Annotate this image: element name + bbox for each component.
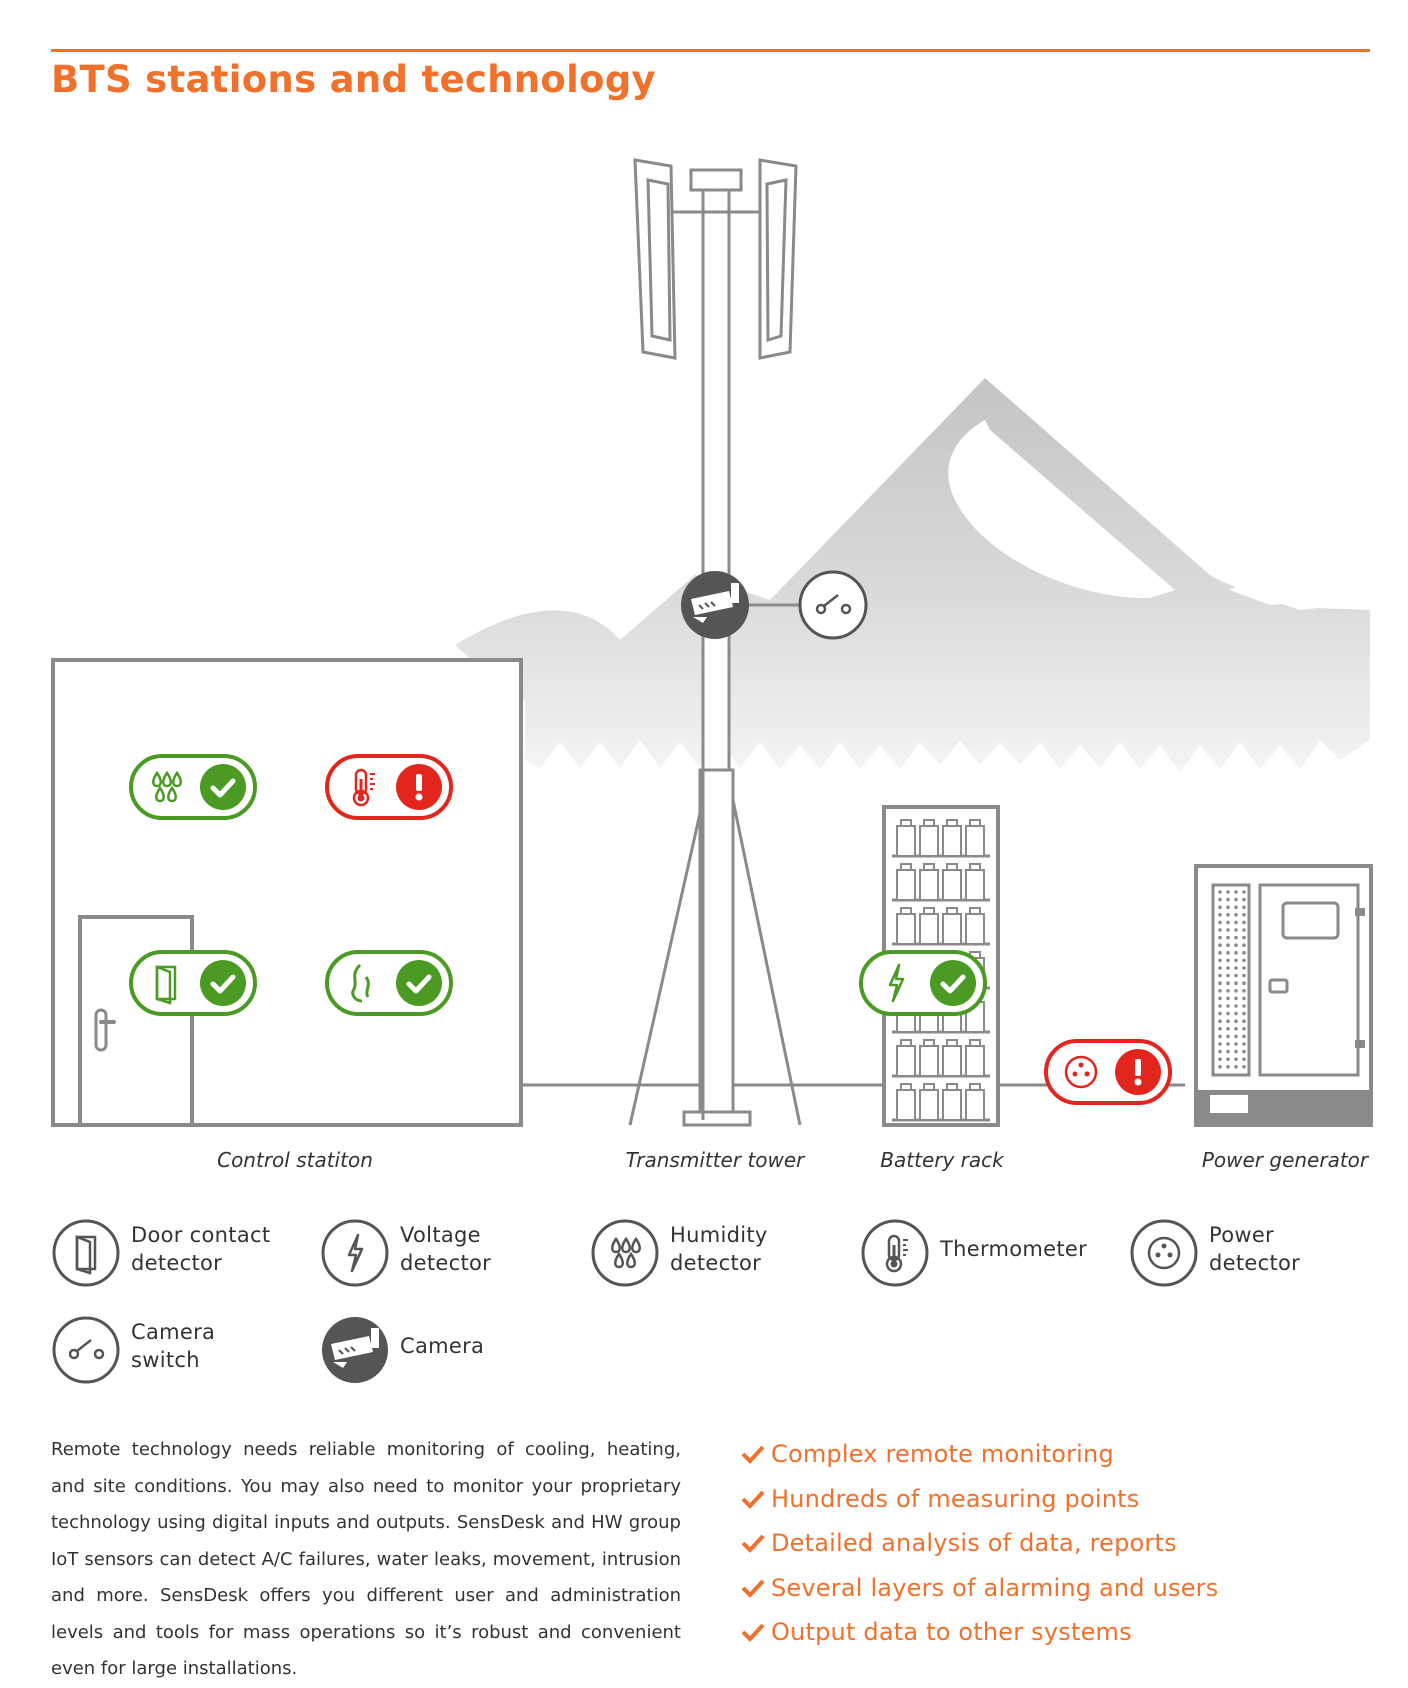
feature-item: Output data to other systems (741, 1610, 1218, 1655)
legend-label: Door contact detector (131, 1223, 271, 1275)
legend-label: Voltage detector (400, 1223, 492, 1275)
door-contact-icon (52, 1219, 120, 1287)
door-contact-icon (155, 965, 177, 1005)
description-paragraph: Remote technology needs reliable monitor… (51, 1439, 681, 1679)
legend-label: Thermometer (940, 1237, 1088, 1261)
control-station-label: Control statiton (217, 1148, 373, 1172)
check-status-icon (200, 960, 246, 1006)
door-handle (94, 1008, 116, 1052)
power-socket-icon (1130, 1219, 1198, 1287)
legend-camera: Camera (320, 1315, 560, 1385)
transmitter-tower (628, 158, 802, 1127)
check-status-icon (200, 764, 246, 810)
power-generator (1194, 864, 1373, 1127)
check-status-icon (930, 960, 976, 1006)
feature-item: Hundreds of measuring points (741, 1477, 1218, 1522)
thermometer-icon (352, 768, 375, 807)
mountain-backdrop (455, 378, 1370, 772)
legend-voltage: Voltage detector (320, 1218, 560, 1288)
legend-thermometer: Thermometer (860, 1218, 1100, 1288)
antenna-right (758, 158, 798, 360)
tower-camera-icon[interactable] (681, 571, 749, 639)
legend-power: Power detector (1129, 1218, 1369, 1288)
check-icon (741, 1490, 765, 1509)
humidity-icon (152, 770, 182, 803)
check-icon (741, 1623, 765, 1642)
feature-item: Complex remote monitoring (741, 1432, 1218, 1477)
check-icon (741, 1579, 765, 1598)
control-station (51, 658, 523, 1127)
transmitter-tower-label: Transmitter tower (625, 1148, 805, 1172)
voltage-status-badge[interactable] (859, 950, 987, 1016)
thermometer-status-badge[interactable] (325, 754, 453, 820)
feature-list: Complex remote monitoring Hundreds of me… (741, 1432, 1218, 1655)
humidity-icon (591, 1219, 659, 1287)
legend-humidity: Humidity detector (590, 1218, 830, 1288)
feature-item: Several layers of alarming and users (741, 1566, 1218, 1611)
flame-icon (351, 963, 370, 1003)
check-status-icon (396, 960, 442, 1006)
flame-status-badge[interactable] (325, 950, 453, 1016)
tower-camera-switch-icon[interactable] (798, 570, 868, 640)
legend-camera-switch: Camera switch (51, 1315, 291, 1385)
control-station-building (51, 658, 523, 1127)
power-socket-status-badge[interactable] (1044, 1039, 1172, 1105)
station-door[interactable] (78, 915, 194, 1127)
legend-label: Camera switch (131, 1320, 216, 1372)
power-generator-label: Power generator (1201, 1148, 1369, 1172)
battery-rack-label: Battery rack (880, 1148, 1004, 1172)
feature-item: Detailed analysis of data, reports (741, 1521, 1218, 1566)
page-title: BTS stations and technology (51, 58, 656, 101)
antenna-left (633, 158, 677, 360)
header-rule (51, 49, 1370, 52)
thermometer-icon (861, 1219, 929, 1287)
camera-switch-icon (52, 1316, 120, 1384)
door-contact-status-badge[interactable] (129, 950, 257, 1016)
voltage-icon (888, 963, 905, 1003)
legend-label: Power detector (1209, 1223, 1301, 1275)
power-socket-icon (1064, 1055, 1098, 1089)
bts-diagram (51, 158, 1373, 1127)
check-icon (741, 1534, 765, 1553)
legend-label: Camera (400, 1334, 485, 1358)
humidity-status-badge[interactable] (129, 754, 257, 820)
camera-icon (322, 1317, 388, 1383)
legend-door-contact: Door contact detector (51, 1218, 291, 1288)
check-icon (741, 1445, 765, 1464)
voltage-icon (321, 1219, 389, 1287)
legend-label: Humidity detector (670, 1223, 768, 1275)
